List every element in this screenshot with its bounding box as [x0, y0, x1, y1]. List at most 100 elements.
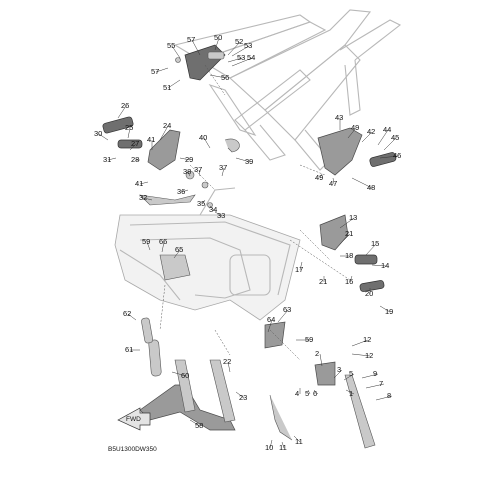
callout-leader-line [235, 391, 245, 399]
callout-number: 16 [345, 277, 353, 286]
callout-leader-line [351, 339, 369, 347]
callout-number: 19 [385, 307, 393, 316]
callout-c22: 22 [223, 357, 231, 373]
callout-leader-line [143, 197, 153, 201]
callout-number: 53 [237, 53, 245, 62]
callout-number: 61 [125, 345, 133, 354]
callout-leader-line [339, 233, 351, 245]
callout-number: 35 [197, 199, 205, 208]
callout-c15: 15 [365, 239, 379, 256]
callout-c53b: 53 [227, 53, 245, 63]
callout-leader-line [365, 383, 385, 389]
callout-number: 65 [175, 245, 183, 254]
callout-c41a: 41 [147, 135, 155, 150]
callout-c39: 39 [235, 157, 253, 166]
callout-leader-line [231, 45, 250, 57]
callout-c63: 63 [277, 305, 291, 323]
callout-number: 31 [103, 155, 111, 164]
callout-c37a: 37 [194, 165, 202, 177]
callout-leader-line [299, 261, 303, 271]
callout-c54: 54 [231, 53, 255, 67]
callout-number: 23 [239, 393, 247, 402]
callout-c49a: 49 [347, 123, 359, 139]
callout-leader-line [361, 131, 373, 143]
callout-leader-line [293, 435, 301, 443]
callout-leader-line [173, 249, 181, 259]
callout-number: 34 [209, 205, 217, 214]
callout-number: 22 [223, 357, 231, 366]
callout-c57b: 57 [151, 67, 169, 76]
callout-number: 45 [391, 133, 399, 142]
callout-leader-line [383, 137, 397, 151]
callout-number: 36 [177, 187, 185, 196]
callout-leader-line [361, 373, 379, 379]
callout-leader-line [313, 389, 319, 395]
callout-number: 60 [181, 371, 189, 380]
guide-lines [159, 64, 351, 361]
callout-number: 9 [373, 369, 377, 378]
callout-leader-line [127, 127, 131, 139]
callout-c13: 13 [339, 213, 357, 229]
callout-c37b: 37 [219, 163, 227, 177]
callout-number: 46 [393, 151, 401, 160]
callout-leader-line [146, 241, 151, 251]
callout-number: 32 [139, 193, 147, 202]
callout-leader-line [155, 67, 169, 73]
callout-c50: 50 [214, 33, 222, 51]
callout-c20: 20 [365, 288, 373, 298]
callout-number: 8 [387, 391, 391, 400]
callout-number: 24 [163, 121, 171, 130]
callout-leader-line [214, 211, 223, 217]
callout-c25: 25 [125, 123, 133, 139]
callout-leader-line [231, 57, 253, 67]
callout-c19: 19 [379, 305, 393, 316]
callout-number: 33 [217, 211, 225, 220]
callout-c17: 17 [295, 261, 303, 274]
callout-leader-line [351, 353, 371, 357]
callout-c61: 61 [125, 345, 140, 354]
callout-c64: 64 [267, 315, 275, 333]
forward-arrow: FWD [117, 407, 151, 431]
callout-c7: 7 [365, 379, 385, 389]
callout-leader-line [343, 373, 355, 381]
callout-number: 2 [315, 349, 319, 358]
callout-leader-line [214, 37, 220, 51]
callout-number: 66 [159, 237, 167, 246]
callout-leader-line [339, 217, 355, 229]
callout-leader-line [167, 79, 181, 89]
callout-number: 15 [371, 239, 379, 248]
callout-number: 57 [151, 67, 159, 76]
callout-c31: 31 [103, 155, 117, 164]
callout-c29: 29 [179, 155, 193, 164]
callout-c34: 34 [209, 205, 217, 214]
callout-number: 53 [244, 41, 252, 50]
callout-leader-line [187, 171, 191, 177]
callout-number: 57 [187, 35, 195, 44]
callout-c43: 43 [335, 113, 343, 130]
callout-leader-line [227, 57, 243, 63]
callout-c45: 45 [383, 133, 399, 151]
callout-c28: 28 [131, 155, 140, 164]
callout-c8: 8 [375, 391, 393, 401]
rider-footrest-left [102, 116, 213, 208]
callout-number: 64 [267, 315, 275, 324]
callout-leader-line [209, 205, 215, 211]
main-frame [114, 187, 301, 321]
callout-c33: 33 [214, 211, 225, 220]
callout-leader-line [127, 313, 137, 321]
callout-number: 20 [365, 289, 373, 298]
callout-number: 5 [305, 389, 309, 398]
callout-c12b: 12 [351, 351, 373, 360]
callout-c44: 44 [377, 125, 391, 146]
callout-c27: 27 [129, 139, 139, 151]
callout-number: 13 [349, 213, 357, 222]
callout-leader-line [349, 275, 353, 283]
callout-leader-line [201, 199, 206, 205]
callout-c9: 9 [361, 369, 379, 379]
callout-number: 12 [363, 335, 371, 344]
callout-c18: 18 [340, 251, 353, 260]
callout-number: 37 [219, 163, 227, 172]
callout-c5b: 5 [305, 389, 311, 398]
